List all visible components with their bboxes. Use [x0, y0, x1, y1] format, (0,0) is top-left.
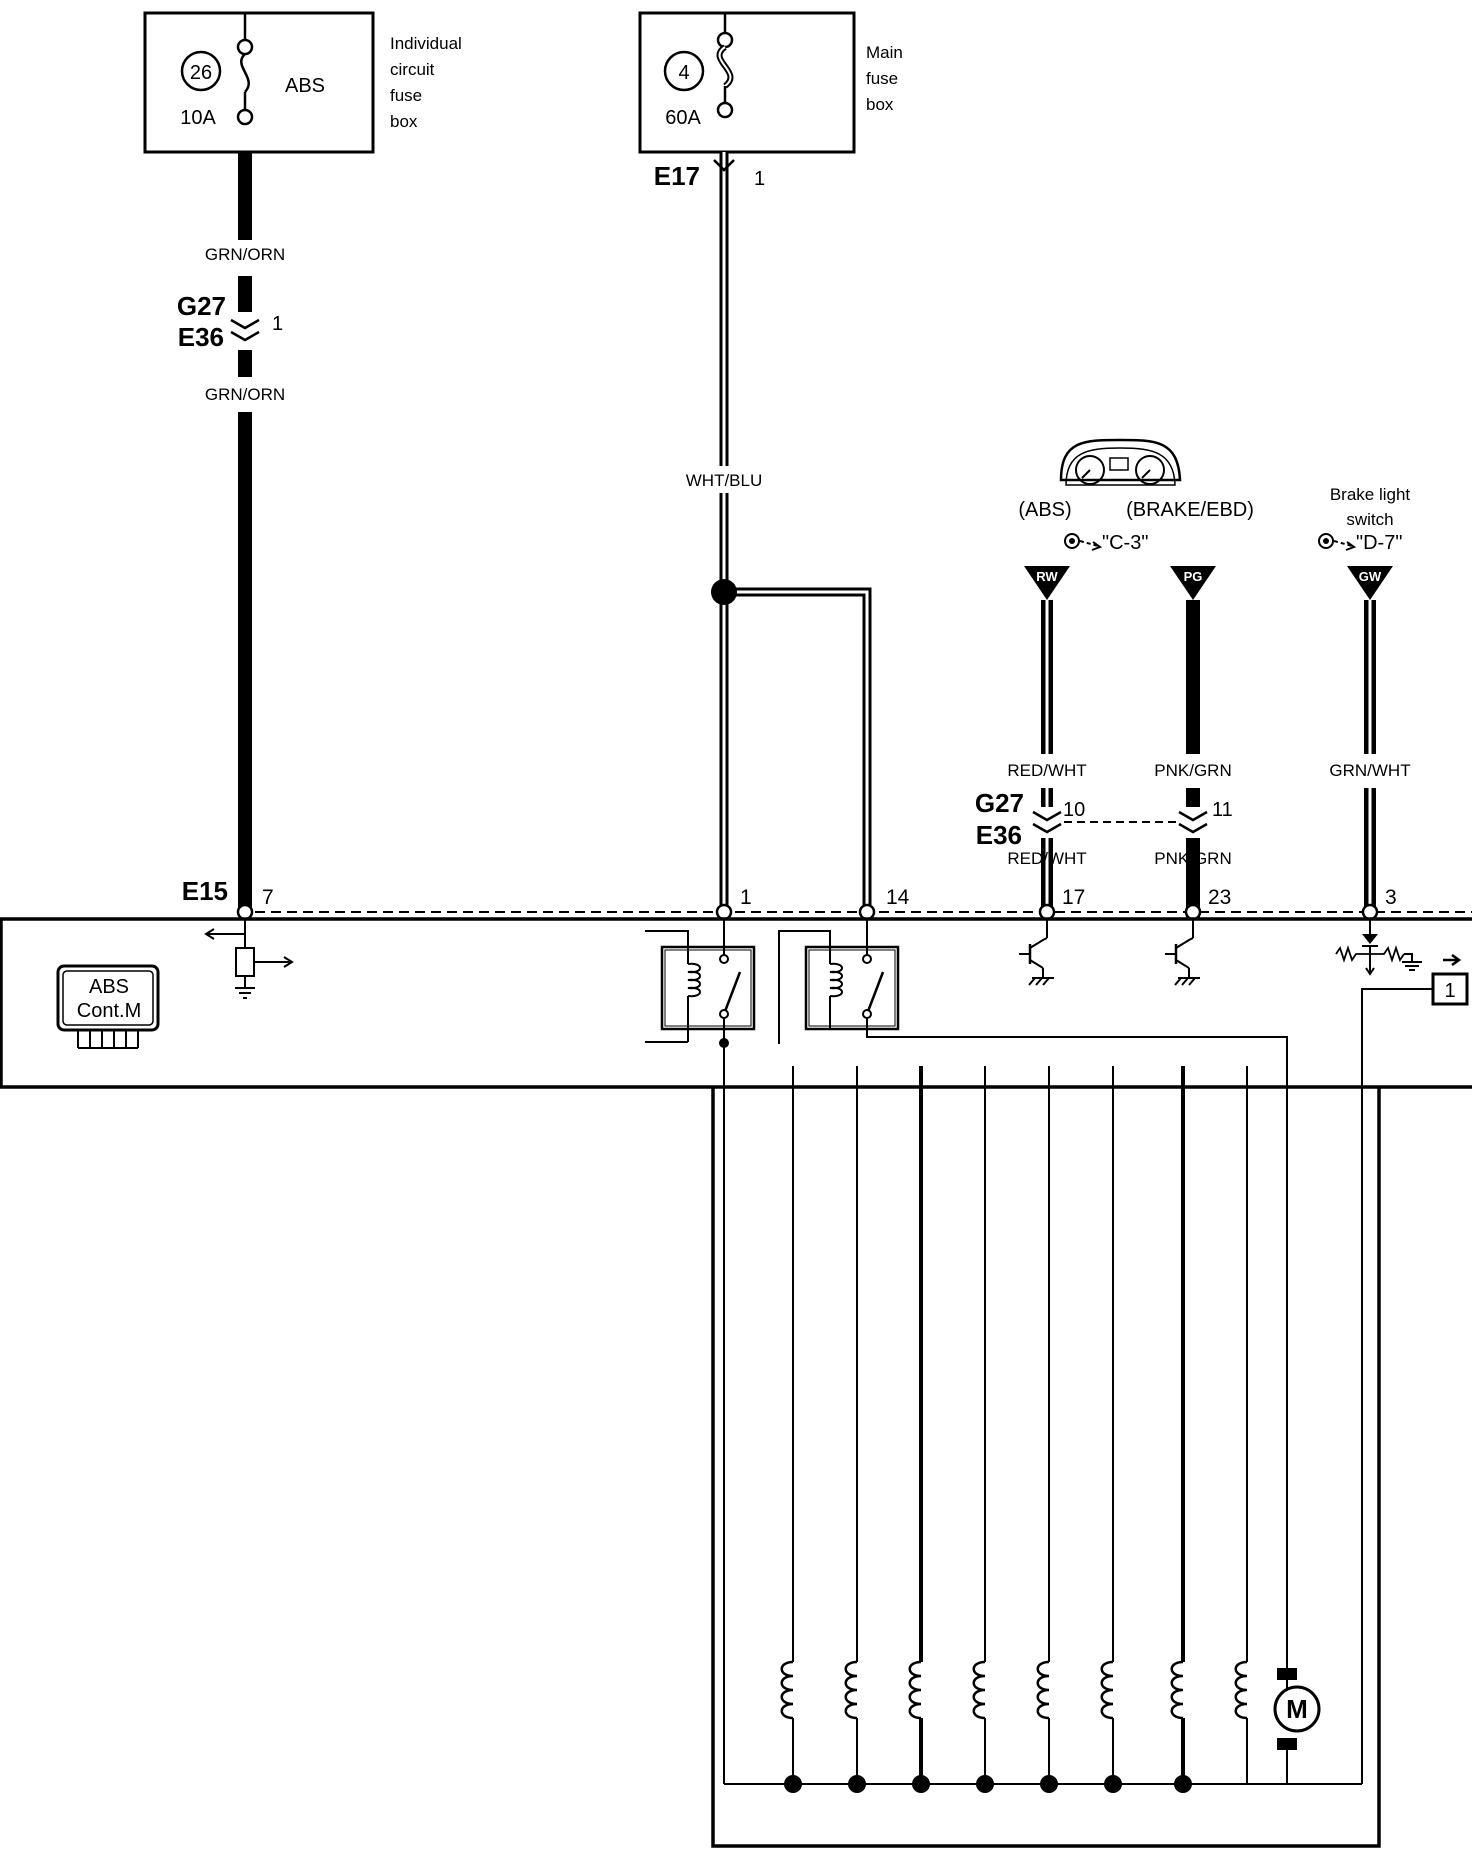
brake-switch-reference: "D-7" [1356, 532, 1402, 554]
wire-red-wht: RW RED/WHT RED/WHT [1007, 566, 1087, 920]
solenoid-valves [780, 1066, 1248, 1793]
wire-pnk-grn: PG PNK/GRN PNK/GRN [1154, 566, 1232, 920]
solenoid-valve-coil-icon [844, 1066, 866, 1793]
solenoid-valve-coil-icon [1234, 1066, 1248, 1784]
connector-pin: 10 [1063, 799, 1085, 821]
connector-pin: 1 [754, 168, 765, 190]
motor-label: M [1286, 1694, 1308, 1724]
transistor-brake-warning [1165, 919, 1200, 986]
individual-circuit-fuse-box: 26 10A ABS Individual circuit fuse box [143, 11, 462, 154]
wire-color-label: WHT/BLU [686, 471, 763, 490]
connector-id: E36 [178, 322, 224, 352]
solenoid-valve-coil-icon [1170, 1066, 1192, 1793]
cluster-reference: "C-3" [1102, 532, 1148, 554]
connector-pin: 14 [886, 886, 910, 909]
connector-pin: 1 [272, 313, 283, 335]
fuse-amperage: 10A [180, 107, 216, 129]
connector-pin: 7 [262, 886, 274, 909]
solenoid-valve-coil-icon [780, 1066, 802, 1793]
reference-eye-icon [1318, 533, 1357, 551]
connector-pin: 3 [1385, 886, 1397, 909]
reference-eye-icon [1064, 533, 1103, 551]
fuse-number-circle [663, 50, 705, 92]
brake-switch-label-line2: switch [1346, 510, 1393, 529]
brake-switch-label-line1: Brake light [1330, 485, 1411, 504]
solenoid-valve-coil-icon [908, 1066, 930, 1793]
solenoid-valve-coil-icon [1100, 1066, 1122, 1793]
wire-color-label: PNK/GRN [1154, 849, 1231, 868]
pump-motor-icon: M [1273, 1668, 1362, 1785]
module-label-line2: Cont.M [77, 1000, 141, 1022]
fuse-box-label-line1: Individual [390, 34, 462, 53]
fuse-box-label-line3: box [866, 95, 894, 114]
wire-wht-blu: WHT/BLU [686, 152, 872, 913]
terminal-gw: GW [1359, 569, 1382, 584]
relay-2 [778, 919, 1288, 1700]
connector-id: G27 [975, 788, 1024, 818]
splice-point [711, 579, 737, 605]
fuse-box-label-line3: fuse [390, 86, 422, 105]
connector-e15: E15 7 1 14 17 23 3 [182, 876, 1472, 921]
wire-grn-orn: GRN/ORN GRN/ORN [205, 152, 285, 912]
power-input-circuit [204, 919, 294, 999]
connector-id: E36 [976, 820, 1022, 850]
wire-color-label: RED/WHT [1007, 849, 1086, 868]
fuse-icon [236, 13, 254, 126]
wire-color-label: GRN/ORN [205, 385, 285, 404]
terminal-pg: PG [1184, 569, 1203, 584]
fuse-box-label-line1: Main [866, 43, 903, 62]
main-fuse-box: 4 60A Main fuse box [638, 11, 903, 154]
terminal-rw: RW [1036, 569, 1058, 584]
fuse-number-circle [180, 50, 222, 92]
connector-pin: 17 [1062, 886, 1085, 909]
connector-g27-e36: G27 E36 1 [177, 291, 283, 352]
fuse-number: 26 [190, 62, 212, 84]
hydraulic-unit-outer-loop [711, 1043, 1381, 1848]
connector-id: E17 [654, 161, 700, 191]
fuse-box-label-line4: box [390, 112, 418, 131]
connector-pin: 23 [1208, 886, 1231, 909]
solenoid-valve-coil-icon [1036, 1066, 1058, 1793]
wire-color-label: GRN/ORN [205, 245, 285, 264]
brake-switch-input-circuit: 1 [1335, 919, 1469, 1784]
relay-1 [645, 919, 756, 1048]
connector-pin: 1 [740, 886, 752, 909]
wire-color-label: PNK/GRN [1154, 761, 1231, 780]
connector-e17: E17 1 [654, 159, 765, 191]
cluster-brake-ebd-label: (BRAKE/EBD) [1126, 499, 1254, 521]
page-reference-box: 1 [1444, 980, 1455, 1002]
fuse-box-label-line2: circuit [390, 60, 435, 79]
fusible-link-icon [716, 13, 734, 119]
wire-color-label: GRN/WHT [1329, 761, 1410, 780]
transistor-abs-warning [1019, 919, 1054, 986]
abs-module-icon: ABS Cont.M [56, 964, 160, 1049]
fuse-number: 4 [678, 62, 689, 84]
connector-pin: 11 [1212, 799, 1233, 821]
connector-id: G27 [177, 291, 226, 321]
connector-id: E15 [182, 876, 228, 906]
fuse-box-label-line2: fuse [866, 69, 898, 88]
solenoid-valve-coil-icon [972, 1066, 994, 1793]
combination-meter-icon [1059, 438, 1182, 486]
fuse-amperage: 60A [665, 107, 701, 129]
fuse-circuit-name: ABS [285, 75, 325, 97]
wire-color-label: RED/WHT [1007, 761, 1086, 780]
abs-control-module: ABS Cont.M [0, 917, 1472, 1784]
cluster-abs-label: (ABS) [1018, 499, 1071, 521]
module-label-line1: ABS [89, 976, 129, 998]
connector-g27-e36-lower: G27 E36 10 11 [975, 788, 1233, 850]
wire-grn-wht: GW GRN/WHT [1329, 566, 1411, 920]
